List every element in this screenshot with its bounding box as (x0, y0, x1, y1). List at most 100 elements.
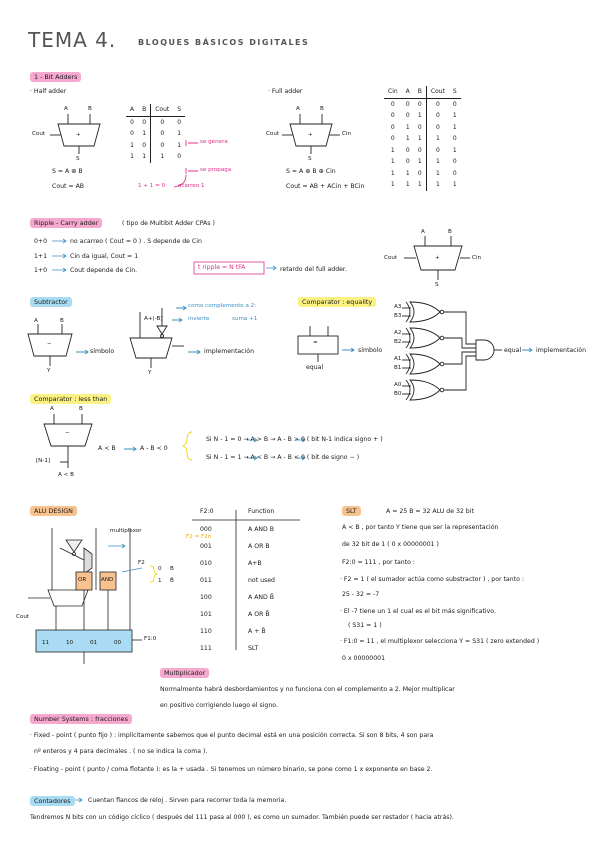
half-adder-label: · Half adder (30, 88, 67, 95)
equality-glyph: = (313, 340, 318, 346)
alu-table-fn: A AND B (248, 526, 275, 533)
eq-equal-label: equal (306, 364, 324, 371)
section-heading-bit-adders: 1 - Bit Adders (30, 72, 82, 82)
ripple-plus: + (435, 255, 440, 261)
ha-note-genera: se genera (200, 139, 228, 145)
contadores-line: Tendremos N bits con un código cíclico (… (30, 814, 454, 821)
fa-label-s: S (308, 156, 312, 162)
alu-mux-input: 01 (90, 640, 98, 646)
ripple-label-cout: Cout (384, 255, 398, 261)
formula-box (193, 261, 265, 275)
sub-simbolo: símbolo (90, 348, 115, 355)
ha-label-s: S (76, 156, 80, 162)
lt-label-b: B (79, 406, 83, 412)
slt-line: 0 x 00000001 (342, 655, 386, 662)
sub-minus: − (47, 341, 52, 347)
alu-table-code: 000 (200, 526, 212, 533)
alu-gate-or: OR (78, 577, 87, 583)
ripple-label-s: S (435, 282, 439, 288)
lt-n1: [N-1] (36, 458, 51, 464)
alu-f10: F1:0 (144, 636, 157, 642)
alu-table-code: 010 (200, 560, 212, 567)
page-title: TEMA 4. (28, 28, 117, 52)
slt-line: · El -7 tiene un 1 el cual es el bit más… (340, 608, 496, 615)
lt-minus: − (65, 430, 70, 436)
ha-note-sum: 1 + 1 = 0 (138, 183, 166, 189)
sub-label-ab: A+(-B) (144, 316, 163, 322)
alu-table-fn: A+B (248, 560, 262, 567)
ripple-adder-symbol (404, 236, 470, 280)
slt-line: · F1:0 = 11 , el multiplexor selecciona … (340, 638, 540, 645)
alu-mux-input: 11 (42, 640, 50, 646)
ripple-case-00: 0+0 (34, 238, 48, 245)
ripple-case-10-text: Cout depende de Cin. (70, 267, 138, 274)
alu-table-code: 011 (200, 577, 212, 584)
alu-mux-input: 10 (66, 640, 74, 646)
ripple-heading-note: ( tipo de Multibit Adder CPAs ) (122, 220, 215, 227)
section-heading-multiplicador: Multiplicador (160, 668, 210, 678)
section-heading-contadores: Contadores (30, 796, 75, 806)
fa-label-cout: Cout (266, 131, 280, 137)
fa-plus: + (308, 132, 313, 138)
alu-diagram (28, 528, 159, 664)
alu-table-fn: A OR B̄ (248, 611, 270, 618)
eq-input: A3 (394, 304, 402, 310)
sub-label-a: A (34, 318, 38, 324)
fa-label-b: B (320, 106, 324, 112)
slt-line: A = 25 B = 32 ALU de 32 bit (386, 508, 474, 515)
ha-label-cout: Cout (32, 131, 46, 137)
alu-table-header-f: F2:0 (200, 508, 214, 515)
numsys-line: · Floating - point ( punto / coma flotan… (30, 766, 433, 773)
alu-mux-input: 00 (114, 640, 122, 646)
equality-gates (402, 301, 533, 401)
ripple-label-a: A (421, 229, 425, 235)
eq-input: B1 (394, 365, 402, 371)
ripple-label-b: B (448, 229, 452, 235)
equality-symbol (297, 326, 355, 362)
sub-label-y: Y (47, 368, 51, 374)
ripple-formula: t ripple = N tFA (198, 264, 246, 271)
alu-opt0: 0 (158, 566, 162, 572)
eq-implementacion: implementación (536, 347, 587, 354)
alu-table-note: F2 = F2n (186, 534, 212, 540)
fa-s-formula: S = A ⊕ B ⊕ Cin (286, 168, 336, 175)
section-heading-equality: Comparator : equality (298, 297, 377, 307)
ripple-case-11-text: Cin da igual, Cout = 1 (70, 253, 139, 260)
ha-note-propaga: se propaga (200, 167, 232, 173)
mult-line: Normalmente habrá desbordamientos y no f… (160, 686, 455, 693)
alu-b: B (170, 566, 174, 572)
ha-label-a: A (64, 106, 68, 112)
ripple-case-11: 1+1 (34, 253, 48, 260)
section-heading-ripple: Ripple - Carry adder (30, 218, 103, 228)
full-adder-label: · Full adder (268, 88, 303, 95)
subtractor-implementation (129, 305, 201, 368)
less-than-symbol (43, 414, 193, 468)
alu-table-header-function: Function (248, 508, 275, 515)
sub-note-suma: suma +1 (232, 316, 258, 322)
sub-implementacion: implementación (204, 348, 255, 355)
lt-a-less-b-out: A < B (58, 472, 74, 478)
eq-input: B0 (394, 391, 402, 397)
eq-impl-equal: equal (504, 347, 522, 354)
ha-label-b: B (88, 106, 92, 112)
ripple-case-00-text: no acarreo ( Cout = 0 ) . S depende de C… (70, 238, 202, 245)
alu-bbar: B̄ (170, 578, 174, 584)
alu-table-fn: SLT (248, 645, 259, 652)
lt-label-a: A (50, 406, 54, 412)
page-subtitle: BLOQUES BÁSICOS DIGITALES (138, 38, 310, 47)
eq-input: B3 (394, 313, 402, 319)
lt-a-minus-b: A - B < 0 (140, 445, 168, 452)
mult-line: en positivo corrigiendo luego el signo. (160, 702, 278, 709)
ha-cout-formula: Cout = AB (52, 183, 85, 190)
half-adder-symbol (50, 114, 101, 154)
alu-opt1: 1 (158, 578, 162, 584)
section-heading-alu: ALU DESIGN (30, 506, 77, 516)
section-heading-number-systems: Number Systems : fracciones (30, 714, 132, 724)
